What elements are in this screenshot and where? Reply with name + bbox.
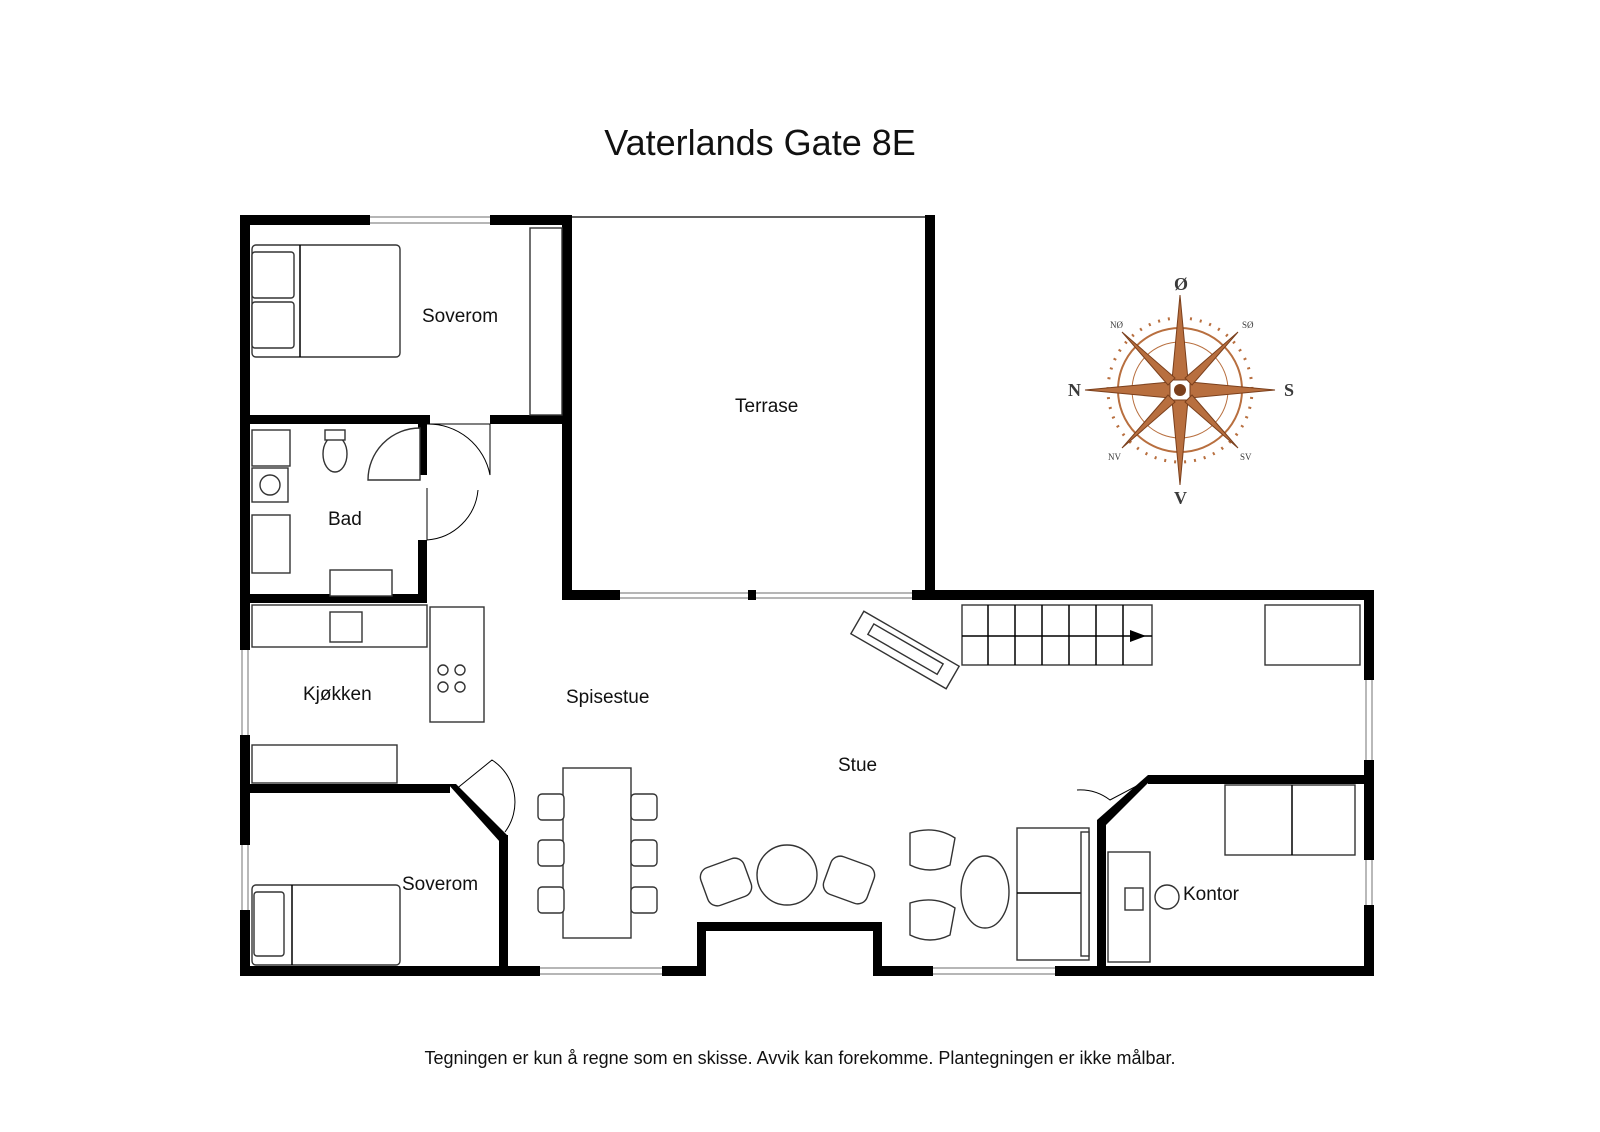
fireplace [849,610,961,690]
compass-northwest: NV [1108,452,1121,462]
lounge-area [909,827,1090,961]
room-label-soverom-top: Soverom [422,306,498,327]
room-label-kontor: Kontor [1183,884,1240,905]
compass-northeast: NØ [1110,320,1123,330]
doors [426,423,1149,833]
cabinet [1264,604,1361,666]
compass-west: V [1174,488,1187,508]
room-label-stue: Stue [838,755,877,776]
compass-north: N [1068,380,1081,400]
room-label-kjokken: Kjøkken [303,684,372,705]
walls [240,215,1374,976]
compass-east: Ø [1174,274,1188,294]
compass-south: S [1284,380,1294,400]
kitchen-counters [251,604,485,784]
wardrobe-top [529,227,563,416]
room-label-spisestue: Spisestue [566,687,649,708]
windows [241,216,1373,975]
room-label-terrase: Terrase [735,396,798,417]
compass-southwest: SV [1240,452,1252,462]
disclaimer: Tegningen er kun å regne som en skisse. … [424,1048,1176,1068]
compass-rose: N S Ø V NØ SØ SV NV [1068,274,1294,508]
dining-table [537,767,658,939]
room-label-bad: Bad [328,509,362,530]
compass-southeast: SØ [1242,320,1254,330]
bed-top [251,244,401,358]
plan-title: Vaterlands Gate 8E [604,122,916,163]
bed-bottom [251,884,401,966]
room-label-soverom-bottom: Soverom [402,874,478,895]
office-furniture [1107,784,1356,963]
bathroom-fixtures [251,427,421,597]
staircase [961,604,1153,666]
room-labels: Soverom Terrase Bad Kjøkken Spisestue St… [303,306,1240,905]
round-table-with-chairs [699,844,876,907]
